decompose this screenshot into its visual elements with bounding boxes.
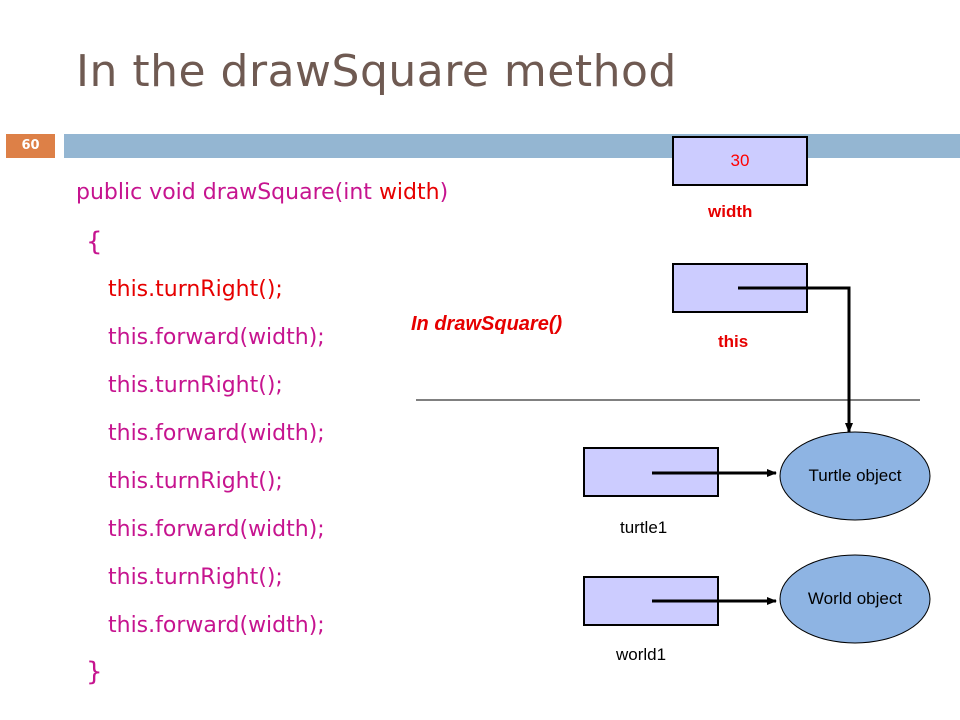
this-variable-label: this	[718, 332, 749, 351]
header-bar	[64, 134, 960, 158]
slide-number: 60	[6, 134, 55, 158]
code-line: this.turnRight();	[108, 373, 283, 398]
code-line: this.forward(width);	[108, 325, 325, 350]
width-variable-box: 30	[672, 136, 808, 186]
code-line: this.turnRight();	[108, 469, 283, 494]
world1-variable-label: world1	[616, 645, 667, 664]
width-variable-label: width	[708, 202, 753, 221]
method-signature: public void drawSquare(int width)	[76, 180, 448, 205]
turtle-object-oval	[779, 431, 931, 521]
signature-param: width	[378, 180, 440, 205]
close-brace: }	[86, 657, 103, 687]
slide-title: In the drawSquare method	[76, 46, 677, 97]
signature-suffix: )	[439, 180, 449, 205]
signature-prefix: public void drawSquare(int	[76, 180, 379, 205]
code-line: this.forward(width);	[108, 421, 325, 446]
width-value: 30	[730, 151, 750, 170]
turtle-object-label: Turtle object	[808, 466, 902, 485]
open-brace: {	[86, 227, 103, 257]
this-reference-arrow	[738, 286, 853, 433]
code-line: this.forward(width);	[108, 517, 325, 542]
world-object-label: World object	[807, 589, 903, 608]
code-line: this.forward(width);	[108, 613, 325, 638]
code-line: this.turnRight();	[108, 565, 283, 590]
code-line: this.turnRight();	[108, 277, 283, 302]
turtle1-variable-label: turtle1	[620, 518, 668, 537]
world-object-oval	[779, 554, 931, 644]
code-line-text: this.turnRight();	[108, 277, 283, 302]
scope-label: In drawSquare()	[411, 313, 563, 335]
